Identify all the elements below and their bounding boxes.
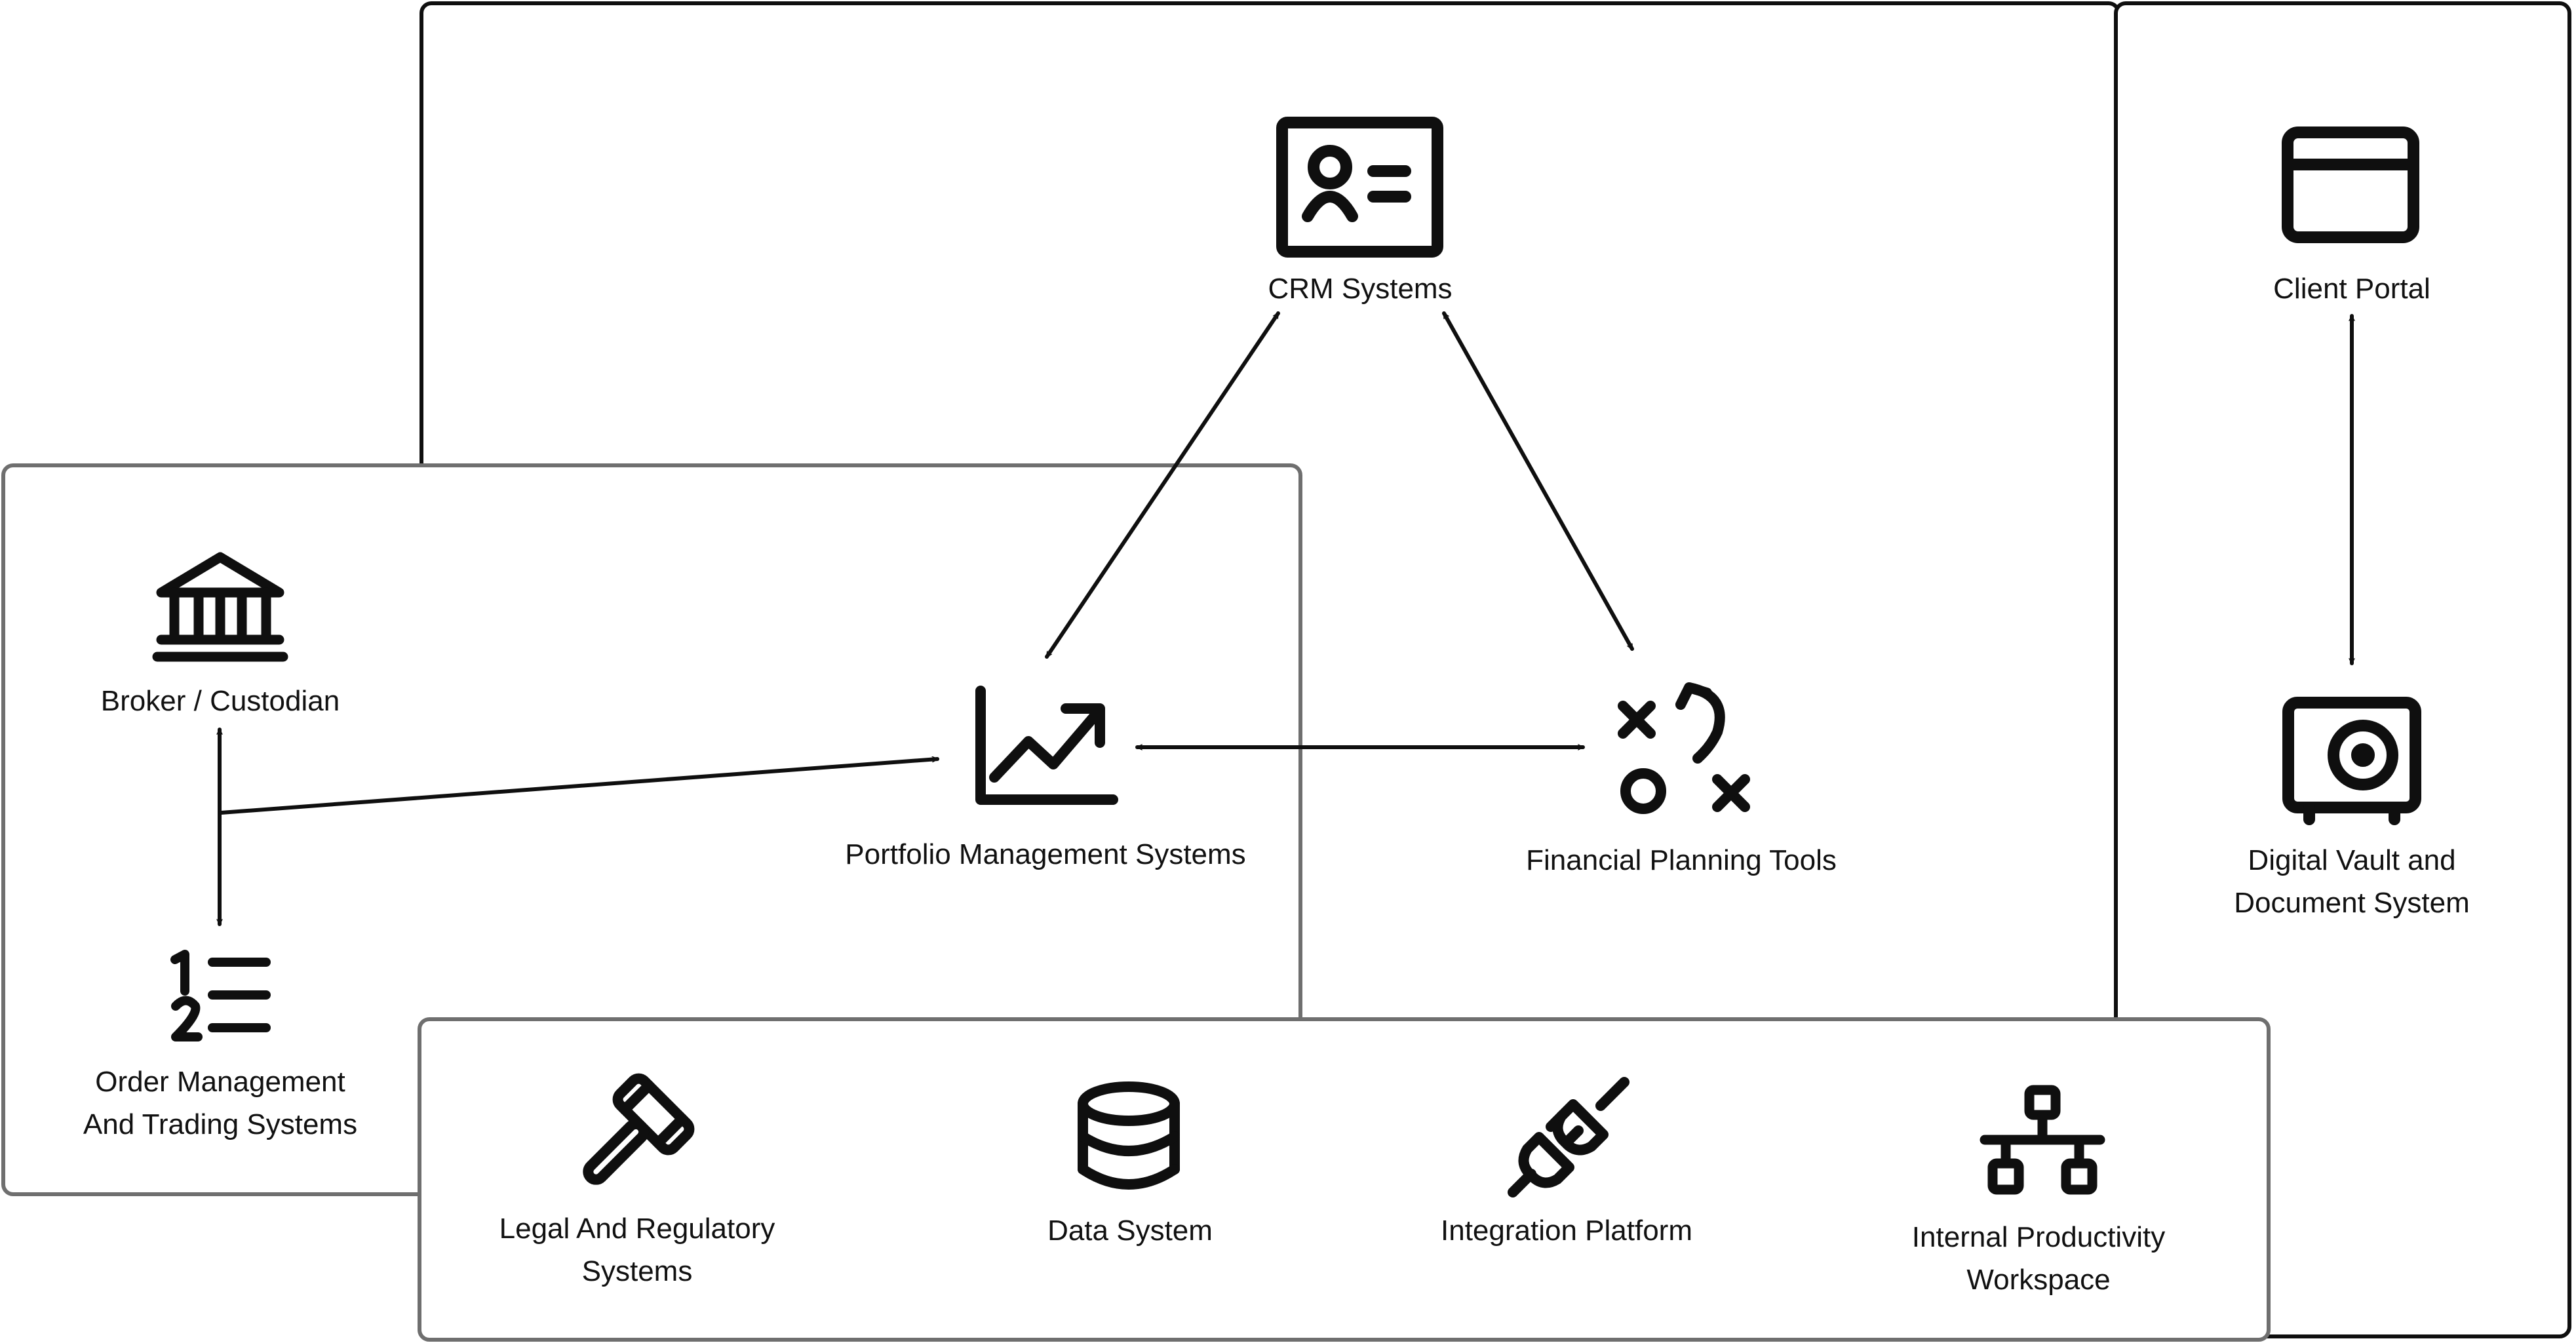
connector-crm-planning [1442, 311, 1634, 651]
network-hierarchy-icon [1980, 1085, 2105, 1196]
digital-vault-label-line2: Document System [2234, 887, 2470, 919]
connector-crm-portfolio [1045, 311, 1280, 659]
portfolio-management-label: Portfolio Management Systems [845, 838, 1246, 870]
integration-platform-label: Integration Platform [1441, 1215, 1692, 1247]
numbered-list-icon [170, 950, 271, 1042]
order-management-label-line1: Order Management [95, 1066, 345, 1098]
legal-regulatory-label-line1: Legal And Regulatory [499, 1213, 775, 1245]
infrastructure-container [418, 1017, 2271, 1342]
client-portal-label: Client Portal [2273, 273, 2430, 305]
strategy-play-icon [1614, 673, 1759, 817]
database-icon [1077, 1081, 1181, 1193]
internal-productivity-label-line1: Internal Productivity [1911, 1221, 2166, 1253]
safe-icon [2282, 697, 2421, 825]
data-system-label: Data System [1047, 1215, 1213, 1247]
connector-trading-to-portfolio [219, 759, 939, 815]
digital-vault-label-line1: Digital Vault and [2248, 844, 2456, 876]
bank-icon [152, 552, 288, 663]
gavel-icon [583, 1073, 703, 1185]
legal-regulatory-label-line2: Systems [581, 1255, 693, 1287]
plug-icon [1508, 1077, 1632, 1198]
order-management-label-line2: And Trading Systems [83, 1108, 358, 1140]
trend-chart-icon [975, 685, 1119, 806]
crm-systems-label: CRM Systems [1268, 273, 1453, 305]
broker-custodian-label: Broker / Custodian [100, 685, 340, 717]
financial-planning-label: Financial Planning Tools [1526, 844, 1837, 876]
contact-card-icon [1276, 117, 1443, 258]
browser-window-icon [2282, 127, 2419, 243]
internal-productivity-label-line2: Workspace [1966, 1264, 2111, 1296]
